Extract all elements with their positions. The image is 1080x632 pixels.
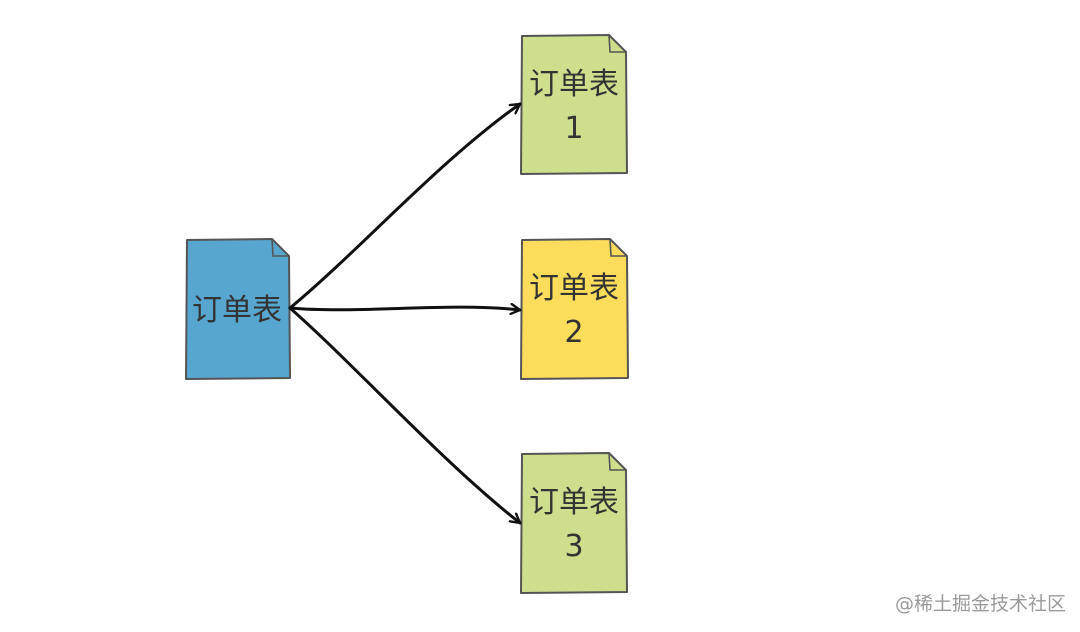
target-doc-1-shape: [520, 34, 628, 175]
watermark-text: @稀土掘金技术社区: [894, 593, 1066, 615]
target-doc-2-fold: [609, 238, 627, 257]
target-doc-3-label: 订单表: [529, 485, 619, 520]
target-table-doc-3: 订单表 3: [520, 452, 628, 594]
arrow-to-table-1: [288, 102, 522, 310]
target-doc-2-number: 2: [564, 315, 583, 350]
source-doc-shape: [185, 238, 291, 380]
target-doc-3-shape: [520, 452, 628, 594]
source-table-doc: 订单表: [185, 238, 291, 380]
arrow-to-table-2: [288, 307, 522, 310]
target-doc-3-number: 3: [564, 529, 583, 564]
arrow-to-table-3: [288, 306, 522, 525]
source-doc-fold: [271, 238, 289, 257]
target-doc-1-label: 订单表: [529, 67, 619, 102]
target-table-doc-2: 订单表 2: [520, 238, 629, 380]
source-doc-label: 订单表: [192, 293, 282, 328]
target-doc-2-label: 订单表: [529, 271, 619, 306]
target-doc-3-fold: [608, 452, 626, 471]
target-doc-2-shape: [520, 238, 629, 380]
target-table-doc-1: 订单表 1: [520, 34, 628, 175]
target-doc-1-number: 1: [564, 111, 583, 146]
target-doc-1-fold: [608, 34, 626, 53]
